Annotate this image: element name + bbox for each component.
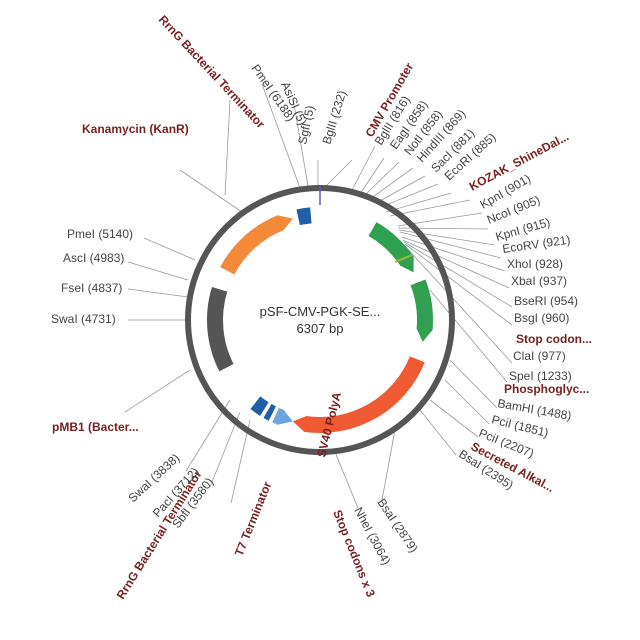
leader-line [403, 241, 513, 308]
pgk-promoter-arc [410, 279, 434, 342]
leader-line [398, 229, 496, 246]
leader-line [429, 399, 479, 438]
leader-line [334, 451, 359, 509]
label-spei-1233: SpeI (1233) [509, 369, 572, 383]
kanr-arc [220, 215, 293, 275]
label-pmb1: pMB1 (Bacter... [52, 420, 139, 434]
leader-line [292, 97, 309, 187]
label-asci-4983: AscI (4983) [63, 251, 124, 265]
leader-line [179, 169, 243, 213]
leader-line [375, 175, 426, 204]
leader-line [399, 231, 502, 259]
leader-line [429, 289, 508, 383]
leader-line [359, 157, 385, 195]
label-swai-4731: SwaI (4731) [51, 312, 116, 326]
xhoi-site-tick [394, 254, 413, 263]
label-bseri-954: BseRI (954) [514, 294, 578, 308]
leader-line [381, 429, 396, 501]
label-bglii-232: BglII (232) [319, 89, 349, 146]
leader-line [325, 159, 353, 187]
label-fsei-4837: FseI (4837) [61, 281, 122, 295]
leader-line [380, 183, 439, 208]
leader-line [124, 369, 191, 413]
label-t7-terminator: T7 Terminator [232, 479, 275, 558]
leader-line [385, 192, 452, 213]
seap-arc [292, 356, 425, 433]
leader-lines [124, 83, 513, 509]
cmv-promoter-arc [368, 222, 414, 273]
leader-line [404, 245, 513, 364]
label-xbai-937: XbaI (937) [511, 274, 567, 288]
leader-line [230, 419, 251, 504]
leader-line [449, 359, 498, 409]
label-stop-codon: Stop codon... [516, 332, 592, 346]
sv40-polya-arc [272, 407, 293, 425]
leader-line [143, 237, 196, 261]
leader-line [261, 83, 301, 189]
leader-line [404, 243, 513, 326]
leader-line [127, 288, 189, 298]
backbone-ring [185, 185, 455, 455]
leader-line [351, 145, 376, 191]
plasmid-length: 6307 bp [297, 321, 344, 336]
label-phosphoglyc: Phosphoglyc... [504, 382, 589, 396]
leader-line [401, 236, 506, 272]
leader-line [369, 167, 414, 200]
leader-line [419, 409, 457, 456]
rrng-terminator-bottom-arc [250, 396, 269, 416]
leader-line [389, 199, 471, 217]
label-xhoi-928: XhoI (928) [507, 257, 563, 271]
leader-line [444, 379, 490, 425]
t7-terminator-arc [263, 404, 276, 421]
label-kanamycin: Kanamycin (KanR) [82, 122, 189, 136]
label-rrng-terminator-bottom: RrnG Bacterial Terminator [114, 467, 205, 601]
leader-line [363, 161, 400, 197]
plasmid-name: pSF-CMV-PGK-SE... [260, 304, 381, 319]
rrng-terminator-top-arc [296, 207, 312, 226]
leader-line [224, 99, 231, 196]
label-clai-977: ClaI (977) [513, 349, 566, 363]
label-bsgi-960: BsgI (960) [514, 311, 569, 325]
leader-line [127, 261, 189, 281]
pmb1-origin-arc [207, 286, 234, 372]
leader-line [402, 239, 510, 289]
label-pmei-5140: PmeI (5140) [67, 227, 133, 241]
